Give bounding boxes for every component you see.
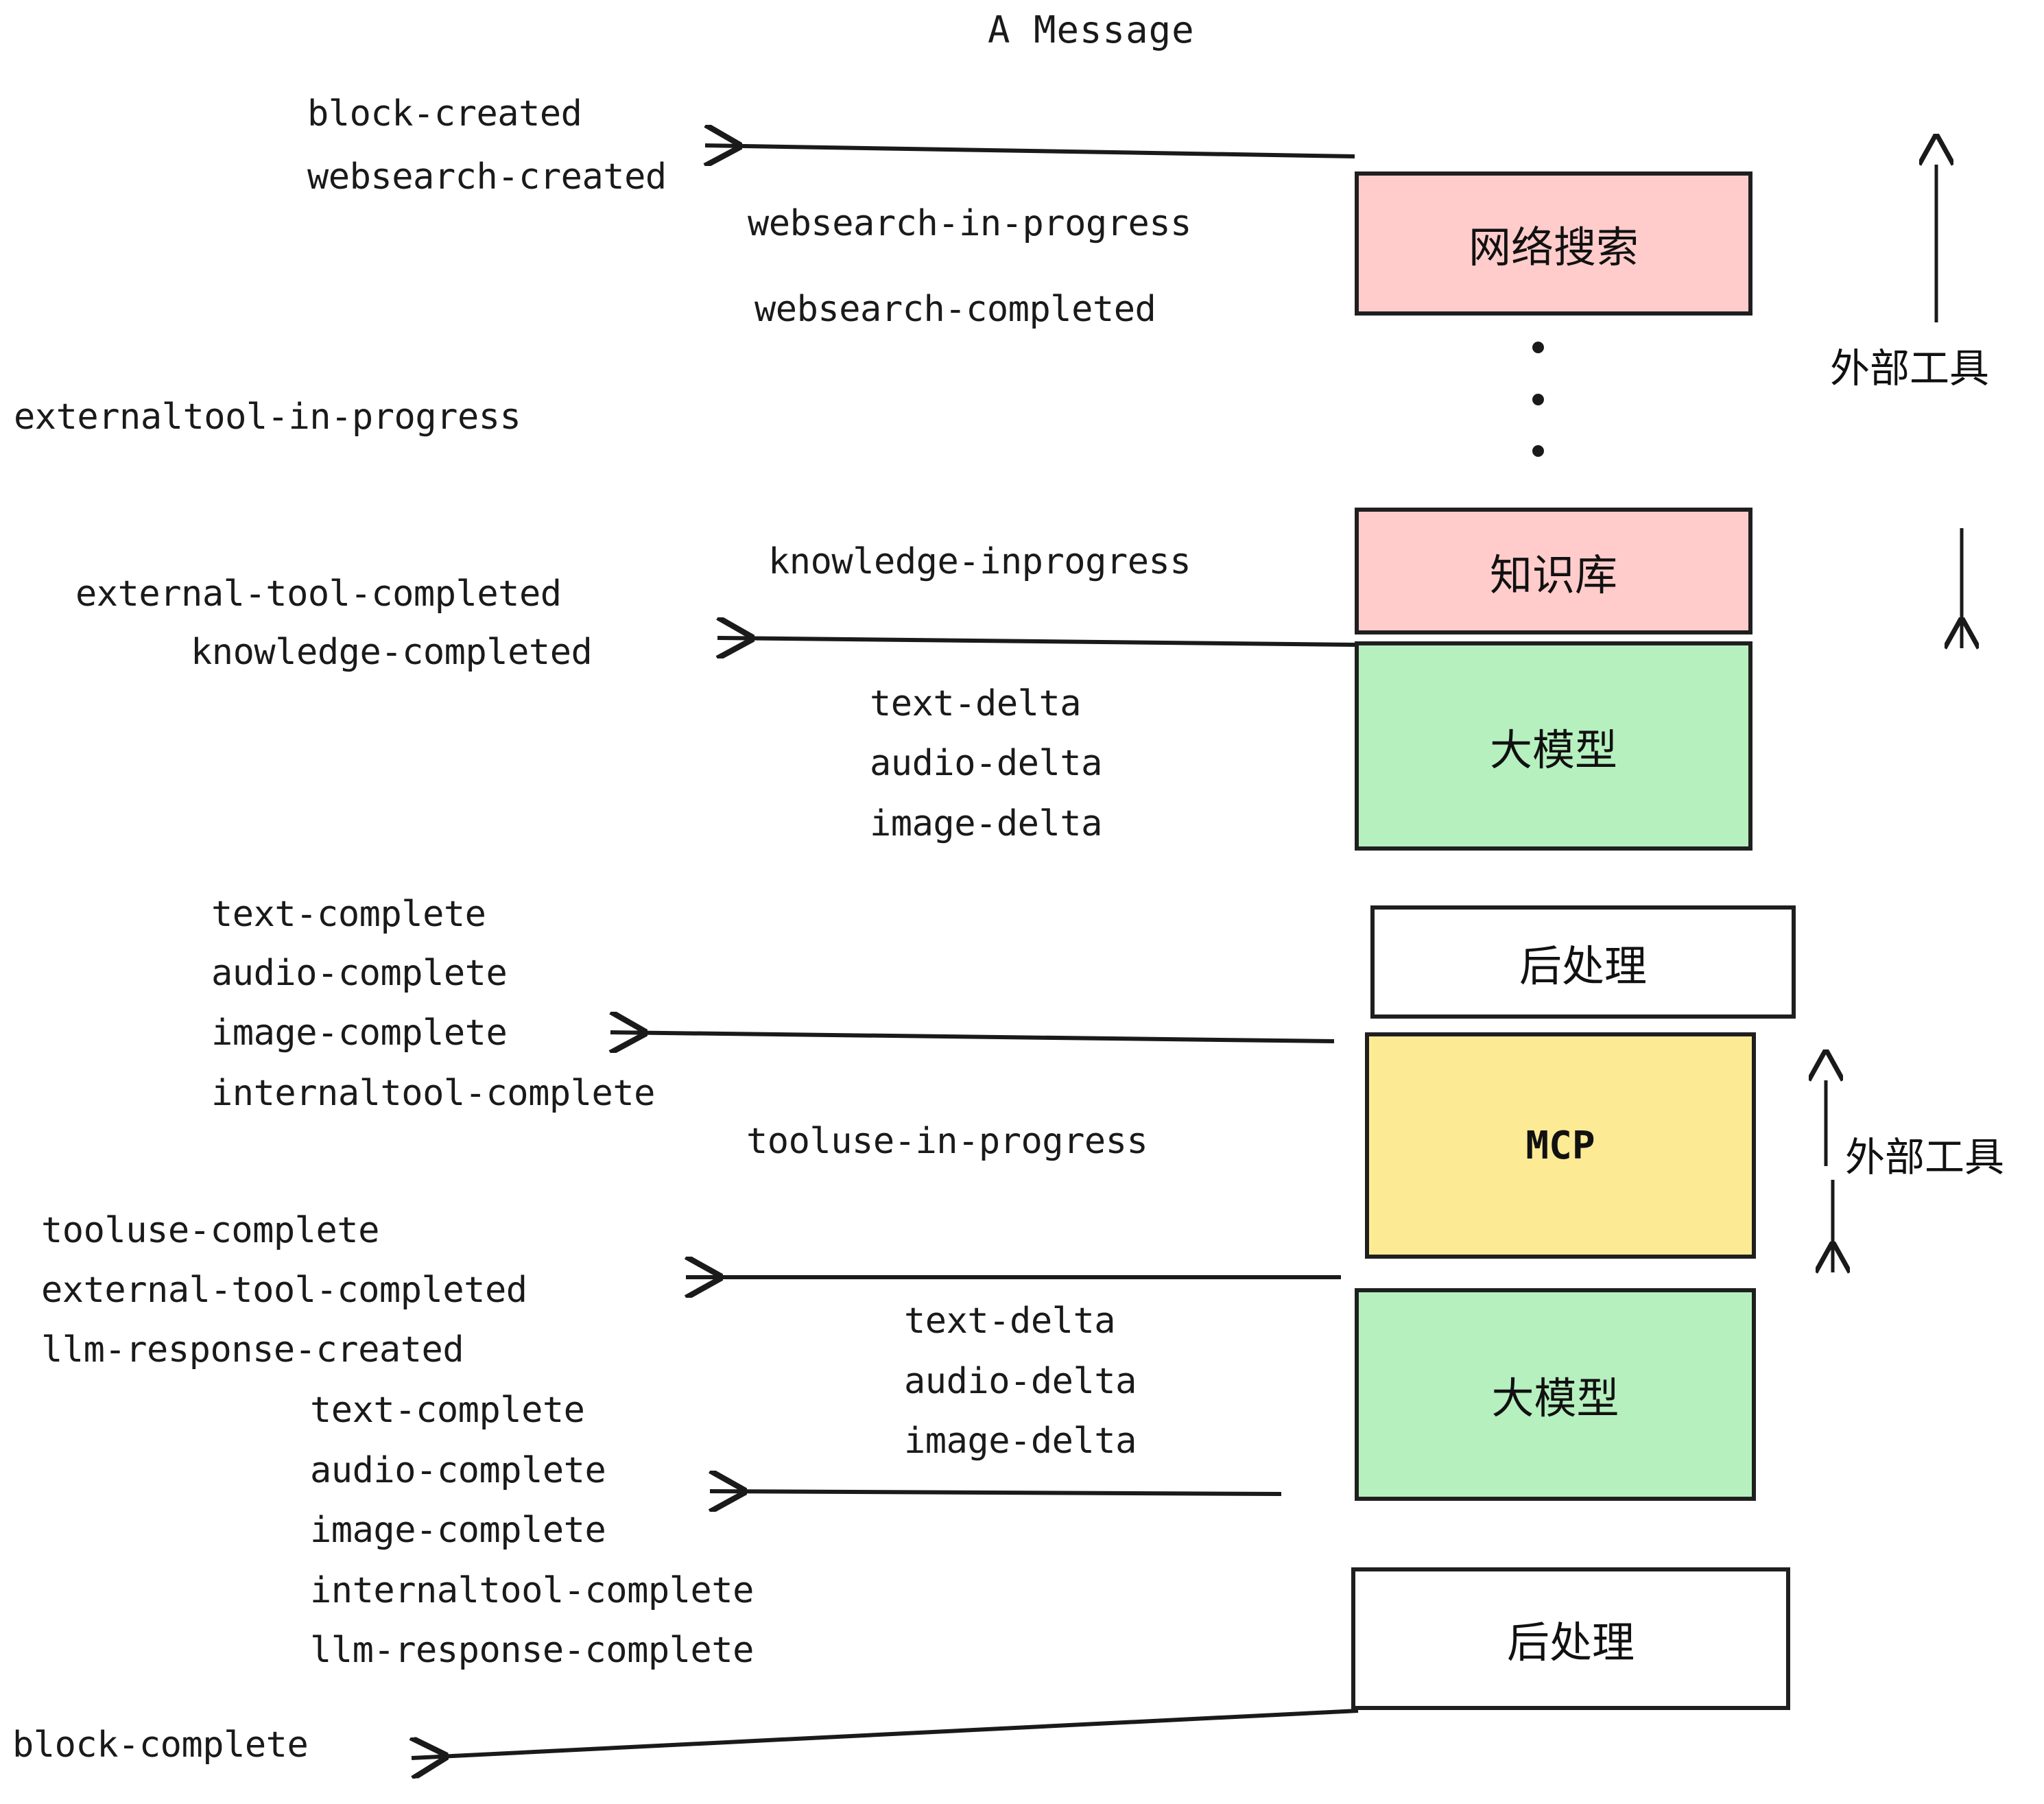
event-label-text-delta-2: text-delta xyxy=(904,1301,1116,1342)
node-llm-1-label: 大模型 xyxy=(1489,724,1617,775)
event-label-audio-complete-2: audio-complete xyxy=(310,1450,606,1491)
event-label-text-delta-1: text-delta xyxy=(870,683,1082,724)
event-label-image-complete-2: image-complete xyxy=(310,1510,606,1551)
event-label-block-created: block-created xyxy=(307,93,582,134)
event-label-text-complete-2: text-complete xyxy=(310,1390,585,1431)
node-postprocess-2[interactable]: 后处理 xyxy=(1351,1567,1790,1710)
event-label-external-tool-completed-1: external-tool-completed xyxy=(75,573,562,615)
node-llm-2-label: 大模型 xyxy=(1491,1373,1619,1423)
node-llm-2[interactable]: 大模型 xyxy=(1355,1288,1756,1501)
event-label-llm-response-complete: llm-response-complete xyxy=(310,1630,754,1671)
event-label-internaltool-complete-2: internaltool-complete xyxy=(310,1570,754,1611)
event-label-knowledge-inprogress: knowledge-inprogress xyxy=(768,541,1191,582)
event-label-audio-complete-1: audio-complete xyxy=(211,953,508,994)
vertical-ellipsis-icon xyxy=(1531,342,1545,457)
arrow-knowledge-to-completed xyxy=(717,638,1357,645)
diagram-title: A Message xyxy=(988,8,1195,51)
event-label-audio-delta-1: audio-delta xyxy=(870,743,1102,784)
arrow-postprocess1-to-image-complete xyxy=(610,1032,1335,1041)
event-label-tooluse-complete: tooluse-complete xyxy=(41,1210,379,1251)
event-label-image-delta-2: image-delta xyxy=(904,1421,1137,1462)
node-knowledge-base[interactable]: 知识库 xyxy=(1355,508,1752,634)
side-label-external-tool-bottom: 外部工具 xyxy=(1845,1134,2005,1180)
event-label-tooluse-in-progress: tooluse-in-progress xyxy=(746,1121,1148,1162)
node-mcp[interactable]: MCP xyxy=(1365,1032,1756,1259)
arrow-llm2-to-audio-complete xyxy=(710,1491,1282,1494)
event-label-externaltool-in-progress: externaltool-in-progress xyxy=(14,396,521,438)
event-label-websearch-completed: websearch-completed xyxy=(754,289,1156,330)
node-postprocess-2-label: 后处理 xyxy=(1506,1617,1635,1667)
node-postprocess-1-label: 后处理 xyxy=(1519,940,1647,991)
event-label-block-complete: block-complete xyxy=(12,1724,309,1766)
node-knowledge-base-label: 知识库 xyxy=(1489,549,1617,600)
event-label-external-tool-completed-2: external-tool-completed xyxy=(41,1270,527,1311)
event-label-internaltool-complete-1: internaltool-complete xyxy=(211,1073,655,1114)
event-label-image-complete-1: image-complete xyxy=(211,1012,508,1054)
event-label-image-delta-1: image-delta xyxy=(870,803,1102,844)
arrow-postprocess2-to-block-complete xyxy=(412,1709,1359,1758)
node-websearch-label: 网络搜索 xyxy=(1468,222,1639,272)
event-label-text-complete-1: text-complete xyxy=(211,894,486,935)
node-websearch[interactable]: 网络搜索 xyxy=(1355,171,1752,316)
event-label-websearch-in-progress: websearch-in-progress xyxy=(748,203,1191,244)
event-label-websearch-created: websearch-created xyxy=(307,156,667,198)
node-postprocess-1[interactable]: 后处理 xyxy=(1370,905,1796,1019)
arrow-websearch-to-created xyxy=(705,145,1355,156)
side-label-external-tool-top: 外部工具 xyxy=(1830,345,1990,392)
event-label-knowledge-completed: knowledge-completed xyxy=(191,632,593,673)
event-label-llm-response-created: llm-response-created xyxy=(41,1329,464,1370)
event-label-audio-delta-2: audio-delta xyxy=(904,1361,1137,1402)
node-mcp-label: MCP xyxy=(1525,1123,1595,1168)
node-llm-1[interactable]: 大模型 xyxy=(1355,641,1752,851)
